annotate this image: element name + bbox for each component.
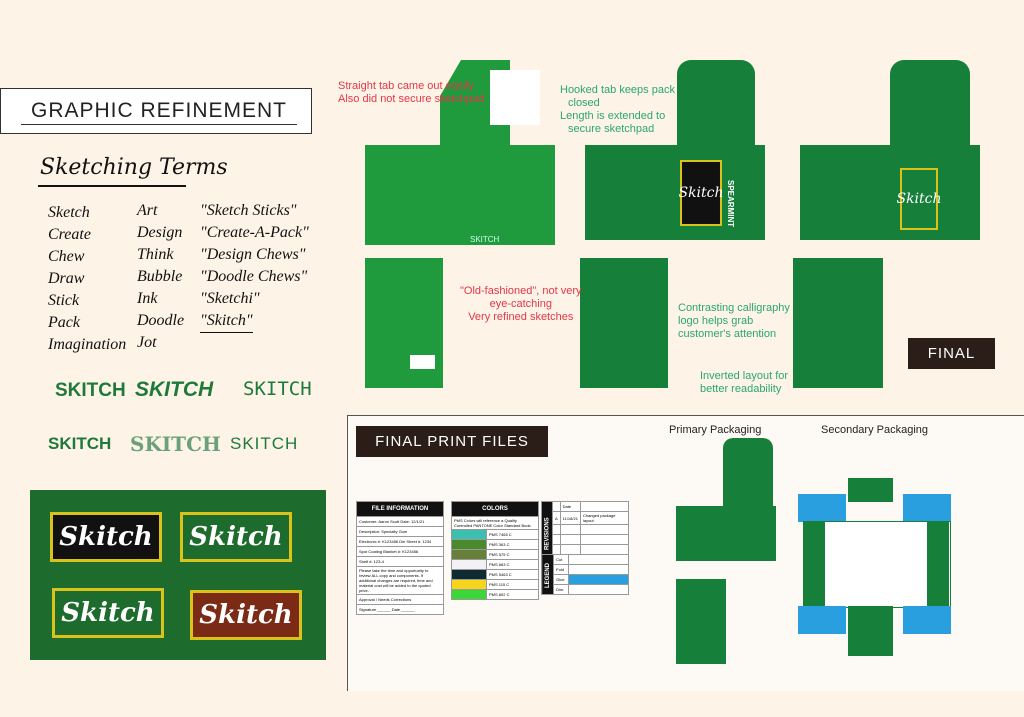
sketch-term: Sketch xyxy=(48,204,90,221)
color-name: PMS 7465 C xyxy=(486,529,539,540)
logo-tile: Skitch xyxy=(52,588,164,638)
sketching-terms-heading: Sketching Terms xyxy=(40,155,228,180)
color-row: PMS 575 C xyxy=(451,549,539,560)
file-info-row: Electronic #: K123456 Die Sheet #: 1234 xyxy=(356,536,444,547)
file-info-row: Please take the time and opportunity to … xyxy=(356,566,444,595)
old-brand-text: SKITCH xyxy=(470,235,500,244)
color-swatch xyxy=(451,589,487,600)
sketch-term: Bubble xyxy=(137,268,183,285)
logo-tile: Skitch xyxy=(190,590,302,640)
sketch-term: Jot xyxy=(137,334,157,351)
sketch-term: "Create-A-Pack" xyxy=(200,224,309,241)
color-swatch xyxy=(451,559,487,570)
sketch-term: Imagination xyxy=(48,336,127,353)
brand-logo: Skitch xyxy=(678,160,724,226)
color-row: PMS 7465 C xyxy=(451,529,539,540)
sketch-term: Think xyxy=(137,246,174,263)
file-info-row: Customer: Aaron Scott Date: 12/1/21 xyxy=(356,516,444,527)
file-info-row: Shelf #: 123-4 xyxy=(356,556,444,567)
color-swatch xyxy=(451,549,487,560)
color-swatch xyxy=(451,569,487,580)
secondary-packaging-label: Secondary Packaging xyxy=(821,424,929,436)
color-swatch xyxy=(451,529,487,540)
logo-variant: SKITCH xyxy=(243,378,312,400)
final-print-files-panel: FINAL PRINT FILES Primary Packaging Seco… xyxy=(347,415,1024,691)
color-name: PMS 575 C xyxy=(486,549,539,560)
logo-variant: SKITCH xyxy=(48,434,112,453)
file-info-row: Description: Specialty Gum xyxy=(356,526,444,537)
color-row: PMS 5463 C xyxy=(451,569,539,580)
sketch-term: "Sketch Sticks" xyxy=(200,202,297,219)
color-name: PMS 363 C xyxy=(486,539,539,550)
sketch-term: "Sketchi" xyxy=(200,290,260,307)
sketch-term: Doodle xyxy=(137,312,185,329)
color-row: PMS 363 C xyxy=(451,539,539,550)
sketch-term: Art xyxy=(137,202,158,219)
terms-column-3: "Sketch Sticks" "Create-A-Pack" "Design Ch… xyxy=(200,200,309,333)
file-info-row: Spot Coating Blanket #: K123456 xyxy=(356,546,444,557)
color-swatch xyxy=(451,539,487,550)
color-name: PMS 802 C xyxy=(486,589,539,600)
logo-variant: SKITCH xyxy=(130,432,221,456)
sketch-term: Chew xyxy=(48,248,85,265)
sketch-term: "Skitch" xyxy=(200,310,253,333)
logo-tile: Skitch xyxy=(50,512,162,562)
color-row: PMS 663 C xyxy=(451,559,539,570)
brand-logo: Skitch xyxy=(896,168,942,230)
flavor-text: SPEARMINT xyxy=(726,180,735,228)
color-swatch xyxy=(451,579,487,590)
logo-variant: SKITCH xyxy=(135,378,214,401)
sketch-term: Create xyxy=(48,226,91,243)
sketch-term: "Design Chews" xyxy=(200,246,306,263)
print-files-title: FINAL PRINT FILES xyxy=(356,426,548,457)
color-name: PMS 5463 C xyxy=(486,569,539,580)
logo-variant: SKITCH xyxy=(230,434,299,453)
color-row: PMS 115 C xyxy=(451,579,539,590)
final-label: FINAL xyxy=(908,338,995,369)
sketch-term: Pack xyxy=(48,314,80,331)
heading-underline xyxy=(38,185,186,187)
sketch-term: Design xyxy=(137,224,183,241)
logo-exploration-panel: Skitch Skitch Skitch Skitch xyxy=(30,490,326,660)
color-name: PMS 663 C xyxy=(486,559,539,570)
file-info-row: Approval / Needs Corrections xyxy=(356,594,444,605)
barcode xyxy=(410,355,435,369)
logo-tile: Skitch xyxy=(180,512,292,562)
sketch-term: Draw xyxy=(48,270,85,287)
sketch-term: Stick xyxy=(48,292,80,309)
color-row: PMS 802 C xyxy=(451,589,539,600)
sketch-term: "Doodle Chews" xyxy=(200,268,308,285)
sketch-term: Ink xyxy=(137,290,158,307)
section-title-box: GRAPHIC REFINEMENT xyxy=(0,88,312,134)
primary-packaging-label: Primary Packaging xyxy=(669,424,762,436)
section-title: GRAPHIC REFINEMENT xyxy=(31,99,288,122)
color-name: PMS 115 C xyxy=(486,579,539,590)
file-info-row: Signature ______ Date ______ xyxy=(356,604,444,615)
logo-variant: SKITCH xyxy=(55,380,126,401)
